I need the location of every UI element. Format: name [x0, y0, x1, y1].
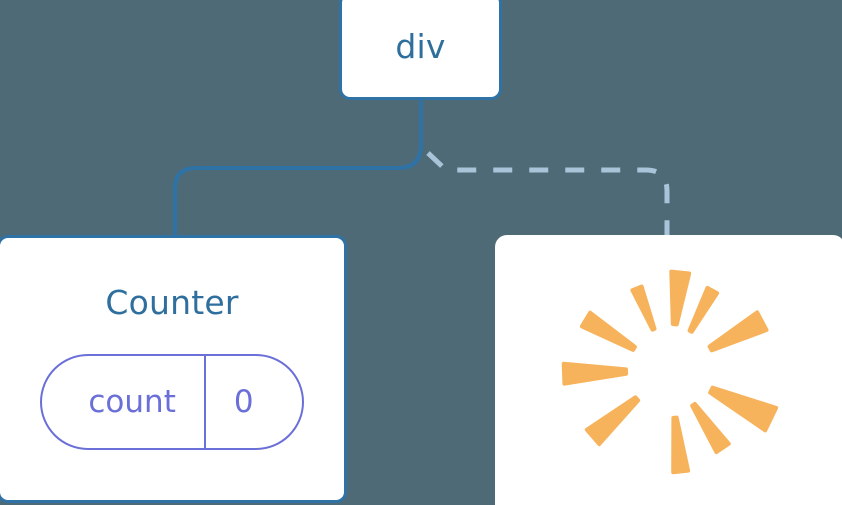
- ray-nw: [579, 310, 637, 352]
- ray-nne: [687, 285, 720, 334]
- ray-ne: [707, 310, 769, 353]
- state-key: count: [88, 383, 176, 420]
- ray-sse: [690, 401, 731, 455]
- node-counter-label: Counter: [105, 283, 239, 322]
- ray-w: [561, 361, 629, 386]
- ray-n: [669, 269, 692, 327]
- node-render-highlight[interactable]: [495, 235, 842, 505]
- state-value: 0: [233, 383, 254, 420]
- ray-s: [671, 415, 691, 475]
- node-div-label: div: [395, 26, 446, 66]
- sparkle-burst-icon: [540, 251, 800, 489]
- node-counter[interactable]: Counter count 0: [0, 235, 347, 503]
- state-divider: [203, 356, 206, 448]
- ray-e: [708, 385, 779, 433]
- edge-div-counter-path: [173, 98, 423, 238]
- node-div[interactable]: div: [339, 0, 502, 100]
- edge-div-sparkle-path: [426, 151, 670, 236]
- state-badge-count[interactable]: count 0: [40, 354, 304, 450]
- ray-nnw: [630, 284, 657, 332]
- ray-sw: [584, 395, 641, 447]
